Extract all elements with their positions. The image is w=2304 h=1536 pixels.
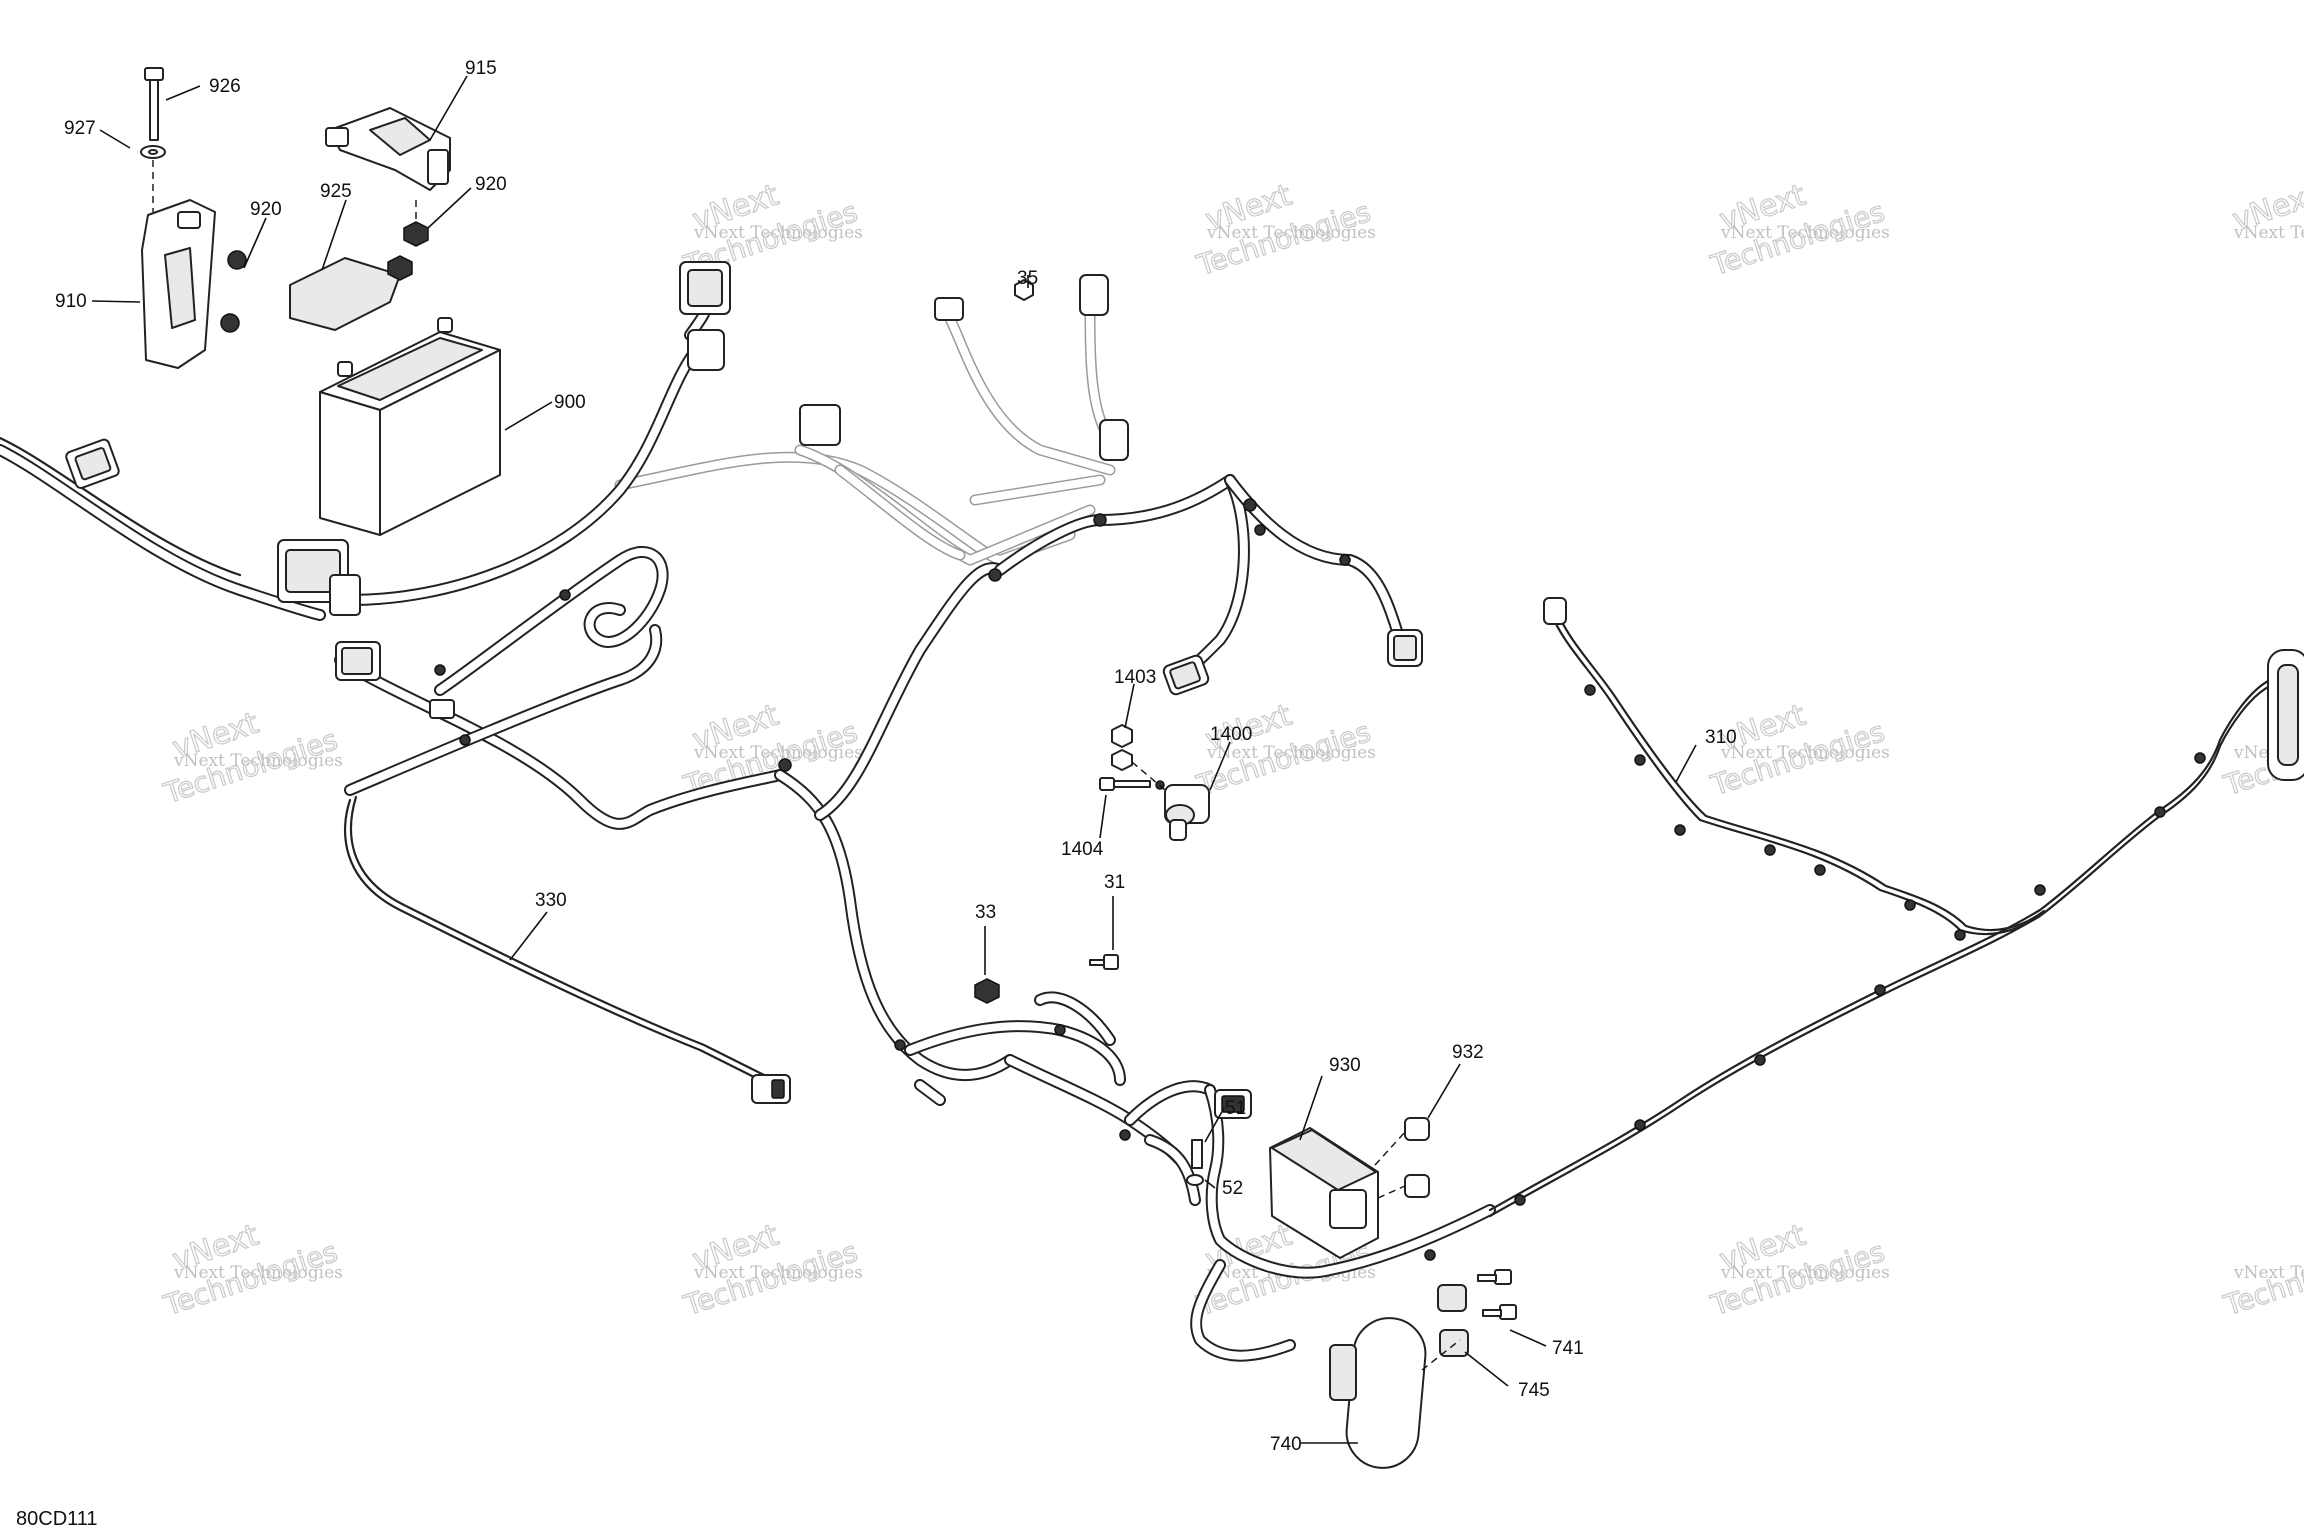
connector-mid-left — [335, 641, 455, 719]
grommet-932-b — [1404, 1174, 1430, 1198]
svg-text:vNext Technologies: vNext Technologies — [693, 1263, 863, 1283]
callout-35: 35 — [1017, 268, 1038, 289]
watermark: vNext vNext Technologies — [2228, 177, 2304, 243]
bolt-1404 — [1099, 777, 1151, 791]
svg-text:vNext Technologies: vNext Technologies — [1206, 743, 1376, 763]
screw-51 — [1191, 1139, 1203, 1169]
leader-lines — [91, 75, 1697, 1444]
svg-text:vNext Technologies: vNext Technologies — [2233, 223, 2304, 243]
watermark: vNext vNext Technologies Technologies — [1192, 697, 1376, 803]
callout-310: 310 — [1705, 727, 1737, 748]
callout-330: 330 — [535, 890, 567, 911]
watermark: vNext vNext Technologies Technologies — [679, 1217, 863, 1323]
nut-33 — [974, 978, 1000, 1004]
module-930 — [1269, 1127, 1379, 1259]
connector-1403 — [1162, 654, 1210, 696]
svg-text:Technologies: Technologies — [2219, 1235, 2304, 1322]
callout-920-right: 920 — [475, 174, 507, 195]
light-740 — [1329, 1317, 1427, 1469]
ghost-frame — [614, 274, 1129, 566]
callout-900: 900 — [554, 392, 586, 413]
bolt-926 — [144, 67, 164, 141]
bolt-741-b — [1482, 1304, 1517, 1320]
sensor-1400 — [1155, 780, 1210, 841]
svg-text:vNext Technologies: vNext Technologies — [173, 1263, 343, 1283]
watermark: vNext vNext Technologies Technologies — [1706, 697, 1890, 803]
svg-text:vNext Technologies: vNext Technologies — [693, 743, 863, 763]
watermark: vNext vNext Technologies Technologies — [159, 1217, 343, 1323]
callout-1404: 1404 — [1061, 839, 1104, 860]
svg-text:vNext Technologies: vNext Technologies — [2233, 1263, 2304, 1283]
callout-927: 927 — [64, 118, 96, 139]
watermark: vNext vNext Technologies Technologies — [1706, 177, 1890, 283]
cover-915 — [325, 107, 451, 191]
bracket-745-a — [1437, 1284, 1467, 1312]
nut-920-mid — [387, 255, 413, 281]
callout-920-left: 920 — [250, 199, 282, 220]
connector-330-end — [751, 1074, 791, 1104]
svg-text:vNext Technologies: vNext Technologies — [1720, 1263, 1890, 1283]
bracket-910 — [141, 199, 247, 369]
watermark: vNext vNext Technologies Technologies — [159, 705, 343, 811]
callout-52: 52 — [1222, 1178, 1243, 1199]
svg-text:vNext Technologies: vNext Technologies — [1720, 743, 1890, 763]
callout-932: 932 — [1452, 1042, 1484, 1063]
washer-52 — [1186, 1174, 1204, 1186]
watermark: vNext vNext Technologies Technologies — [1706, 1217, 1890, 1323]
callout-915: 915 — [465, 58, 497, 79]
bolt-741-a — [1477, 1269, 1512, 1285]
diagram-code: 80CD111 — [16, 1508, 98, 1530]
nut-920-top — [403, 221, 429, 247]
dash-line — [1421, 1339, 1461, 1371]
svg-text:vNext Technologies: vNext Technologies — [1720, 223, 1890, 243]
callout-745: 745 — [1518, 1380, 1550, 1401]
connector-310-end — [1543, 597, 1567, 625]
battery-900 — [319, 317, 501, 536]
watermark: vNext vNext Technologies Technologies — [1192, 177, 1376, 283]
terminal-cover-925 — [289, 257, 401, 331]
svg-text:vNext Technologies: vNext Technologies — [693, 223, 863, 243]
washer-927 — [140, 145, 166, 159]
callout-741: 741 — [1552, 1338, 1584, 1359]
svg-text:vNext Technologies: vNext Technologies — [173, 751, 343, 771]
bolt-31 — [1089, 954, 1119, 970]
dash-line — [1377, 1185, 1406, 1199]
callout-930: 930 — [1329, 1055, 1361, 1076]
dash-line — [1374, 1131, 1406, 1166]
callout-910: 910 — [55, 291, 87, 312]
connector-51 — [1214, 1089, 1252, 1119]
ecu-connector — [277, 539, 361, 616]
callout-740: 740 — [1270, 1434, 1302, 1455]
callout-1400: 1400 — [1210, 724, 1252, 745]
callout-926: 926 — [209, 76, 241, 97]
callout-51: 51 — [1225, 1098, 1246, 1119]
connector-top-pair — [679, 261, 731, 371]
bolt-1403 — [1111, 724, 1133, 771]
connector-right-upper — [1387, 629, 1423, 667]
callout-1403: 1403 — [1114, 667, 1156, 688]
watermark: vNext Technologies Technologies — [2219, 1234, 2304, 1322]
grommet-932-a — [1404, 1117, 1430, 1141]
dash-line — [1131, 761, 1166, 791]
callout-31: 31 — [1104, 872, 1125, 893]
callouts: 926 927 915 920 920 925 910 900 35 1403 … — [55, 58, 1737, 1455]
connector-rear-right — [2267, 649, 2304, 781]
harness-clips — [434, 498, 2206, 1261]
svg-text:vNext Technologies: vNext Technologies — [1206, 223, 1376, 243]
bracket-745-b — [1439, 1329, 1469, 1357]
main-harness — [0, 294, 2272, 1362]
connector-left-edge — [65, 438, 120, 489]
callout-33: 33 — [975, 902, 996, 923]
callout-925: 925 — [320, 181, 352, 202]
